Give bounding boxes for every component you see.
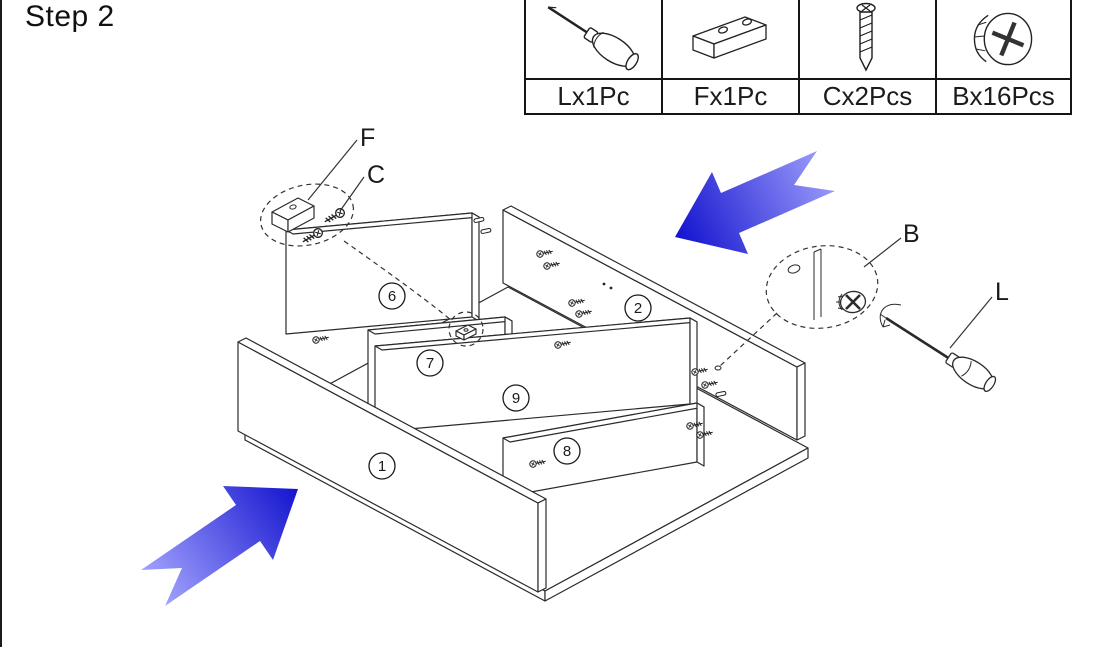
direction-arrow-bottom (141, 486, 298, 606)
page-title: Step 2 (25, 0, 115, 33)
callout-f-c: F C (260, 124, 453, 322)
page-edge-line (0, 0, 2, 647)
insertion-detail-circle (448, 311, 484, 347)
circled-number-7: 7 (416, 349, 444, 377)
part-label: Fx1Pc (693, 81, 768, 111)
callout-b: B (719, 220, 920, 367)
screwdriver-drawing: L (879, 278, 1009, 392)
svg-text:7: 7 (426, 355, 434, 372)
callout-label-b: B (903, 220, 920, 248)
circled-number-8: 8 (553, 437, 581, 465)
svg-text:9: 9 (512, 390, 520, 407)
connector-block-icon (663, 0, 798, 80)
part-label: Bx16Pcs (952, 81, 1055, 111)
circled-number-9: 9 (502, 384, 530, 412)
parts-cell-connector-block: Fx1Pc (661, 0, 798, 113)
parts-cell-screw: Cx2Pcs (798, 0, 935, 113)
cam-bolt-icon (937, 0, 1070, 80)
part-label: Cx2Pcs (822, 81, 913, 111)
screwdriver-icon (526, 0, 661, 80)
screw-icon (800, 0, 935, 80)
divider-panel-6 (285, 212, 492, 345)
svg-text:1: 1 (378, 458, 386, 475)
parts-table: Lx1Pc Fx1Pc (524, 0, 1072, 115)
parts-cell-screwdriver: Lx1Pc (524, 0, 661, 113)
svg-text:6: 6 (388, 288, 396, 305)
circled-number-2: 2 (624, 294, 652, 322)
direction-arrow-top (675, 151, 835, 254)
cam-bolt-drawing (836, 290, 867, 314)
svg-text:8: 8 (563, 443, 571, 460)
svg-text:2: 2 (634, 300, 642, 317)
parts-cell-cam-bolt: Bx16Pcs (935, 0, 1072, 113)
circled-number-6: 6 (378, 282, 406, 310)
callout-label-l: L (995, 278, 1009, 306)
callout-label-c: C (367, 161, 385, 189)
part-label: Lx1Pc (557, 81, 630, 111)
circled-number-1: 1 (368, 452, 396, 480)
callout-label-f: F (360, 124, 375, 152)
